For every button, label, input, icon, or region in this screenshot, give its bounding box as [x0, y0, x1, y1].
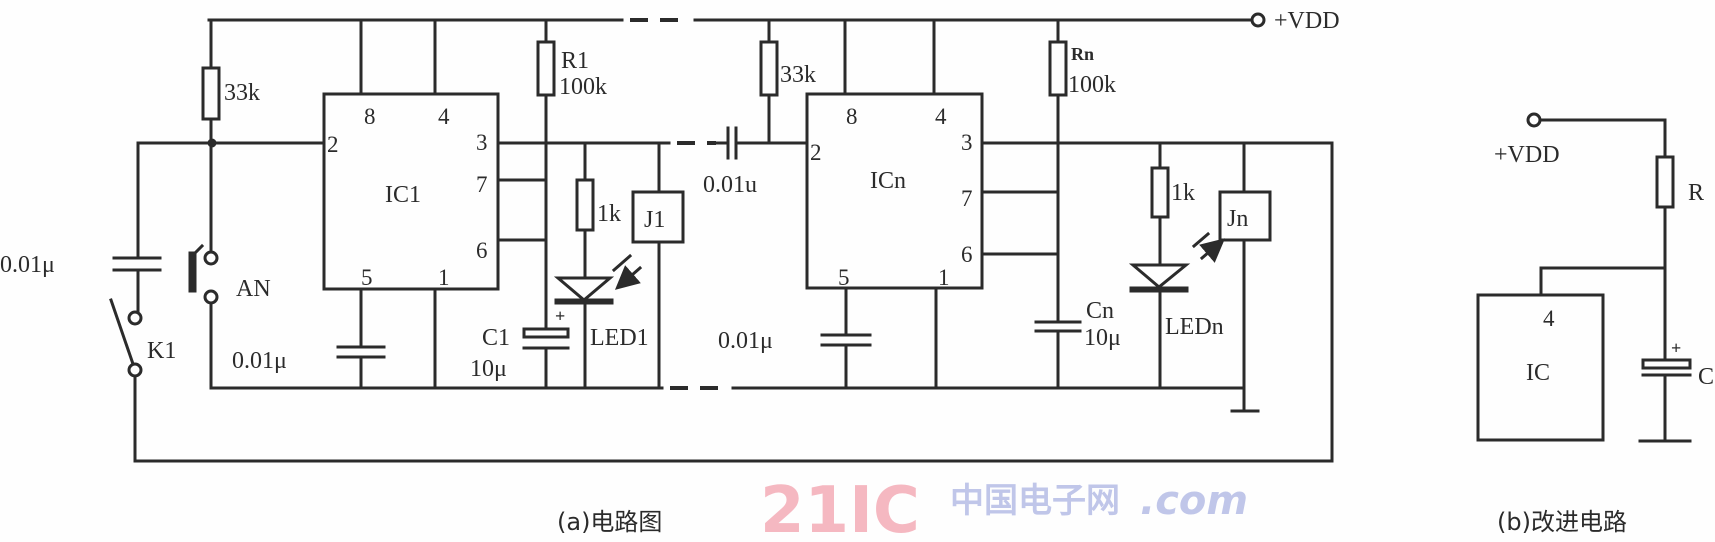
led1-label: LED1	[590, 325, 649, 351]
ctrl-capacitor-1-label: 0.01μ	[232, 348, 287, 374]
watermark: 21IC 中国电子网 .com	[760, 474, 1248, 542]
ctrl-capacitor-n-label: 0.01μ	[718, 328, 773, 354]
pushbutton-an[interactable]	[188, 141, 219, 390]
c1-label: C1	[482, 325, 510, 351]
led1-light-arrows-icon	[614, 253, 643, 282]
ic1-pin7: 7	[476, 172, 488, 197]
improved-ic-box	[1476, 293, 1605, 442]
improved-circuit	[1476, 112, 1692, 443]
led1-resistor-label: 1k	[597, 201, 621, 227]
watermark-cn: 中国电子网	[950, 481, 1120, 521]
trigger-resistor-1-label: 33k	[224, 80, 260, 106]
ic1-box	[322, 92, 500, 291]
r1-value: 100k	[559, 74, 607, 100]
relay-jn-label: Jn	[1227, 206, 1248, 232]
c1-plus: +	[555, 306, 565, 326]
watermark-domain: .com	[1140, 478, 1248, 524]
ic1-label: IC1	[385, 182, 421, 208]
improved-capacitor	[1641, 358, 1692, 370]
ic1-pin5: 5	[361, 265, 373, 290]
rn-label: Rn	[1071, 44, 1094, 64]
icn-pin1: 1	[938, 265, 950, 290]
icn-pin4: 4	[935, 104, 947, 129]
icn-pin2: 2	[810, 140, 822, 165]
rn-resistor	[1048, 18, 1068, 324]
trigger-resistor-1	[201, 18, 221, 145]
vdd-label: +VDD	[1274, 8, 1340, 34]
ic1-pin7-pin6-wires	[496, 178, 548, 242]
improved-vdd-label: +VDD	[1494, 142, 1560, 168]
cn-value: 10μ	[1084, 325, 1121, 351]
relay-j1	[631, 141, 685, 390]
switch-k1-label: K1	[147, 338, 176, 364]
coupling-capacitor	[714, 126, 809, 160]
pushbutton-an-label: AN	[236, 276, 271, 302]
improved-resistor-label: R	[1688, 180, 1704, 206]
improved-ic-pin4: 4	[1543, 306, 1555, 331]
relay-j1-label: J1	[644, 207, 665, 233]
ic1-pin1: 1	[438, 265, 450, 290]
caption-b: (b)改进电路	[1497, 508, 1627, 536]
input-capacitor	[112, 141, 162, 314]
ledn-light-arrows-icon	[1191, 234, 1216, 258]
icn-label: ICn	[870, 168, 906, 194]
c1-capacitor	[522, 327, 570, 390]
improved-ic-label: IC	[1526, 360, 1550, 386]
led1-resistor	[575, 178, 595, 232]
icn-pin7-pin6-wires	[980, 190, 1060, 256]
vdd-terminal	[1250, 12, 1266, 28]
ic1-pin6: 6	[476, 238, 488, 263]
ledn-branch	[1128, 141, 1216, 390]
vdd-rail	[207, 12, 1266, 28]
ctrl-capacitor-n	[820, 286, 938, 390]
rn-value: 100k	[1068, 72, 1116, 98]
ctrl-capacitor-1	[336, 287, 437, 390]
coupling-capacitor-label: 0.01u	[703, 172, 757, 198]
cn-label: Cn	[1086, 298, 1114, 324]
improved-vdd-terminal	[1526, 112, 1542, 128]
ic1-pin8: 8	[364, 104, 376, 129]
icn-pin8: 8	[846, 104, 858, 129]
r1-resistor	[536, 18, 556, 331]
ledn-resistor	[1150, 166, 1170, 219]
ledn-diode-icon	[1128, 263, 1191, 289]
ic1-supply-wires	[359, 18, 437, 96]
led1-diode-icon	[553, 276, 615, 302]
ledn-label: LEDn	[1165, 314, 1224, 340]
r1-label: R1	[561, 48, 589, 74]
icn-pin3: 3	[961, 130, 973, 155]
caption-a: (a)电路图	[557, 508, 662, 536]
input-capacitor-label: 0.01μ	[0, 252, 55, 278]
icn-pin7: 7	[961, 186, 973, 211]
improved-resistor	[1655, 155, 1675, 209]
watermark-brand: 21IC	[760, 474, 920, 542]
led1-branch	[553, 141, 643, 390]
c1-value: 10μ	[470, 356, 507, 382]
cn-capacitor	[1034, 320, 1082, 390]
icn-pin5: 5	[838, 265, 850, 290]
relay-jn	[1218, 141, 1272, 413]
ic1-pin4: 4	[438, 104, 450, 129]
icn-supply-wires	[843, 18, 936, 96]
trigger-resistor-n	[759, 18, 779, 145]
ic1-pin2: 2	[327, 132, 339, 157]
improved-cap-plus: +	[1671, 338, 1681, 358]
improved-cap-label: C	[1698, 364, 1714, 390]
ic1-pin3: 3	[476, 130, 488, 155]
switch-k1[interactable]	[109, 141, 1334, 463]
ledn-resistor-label: 1k	[1171, 180, 1195, 206]
icn-pin6: 6	[961, 242, 973, 267]
trigger-resistor-n-label: 33k	[780, 62, 816, 88]
